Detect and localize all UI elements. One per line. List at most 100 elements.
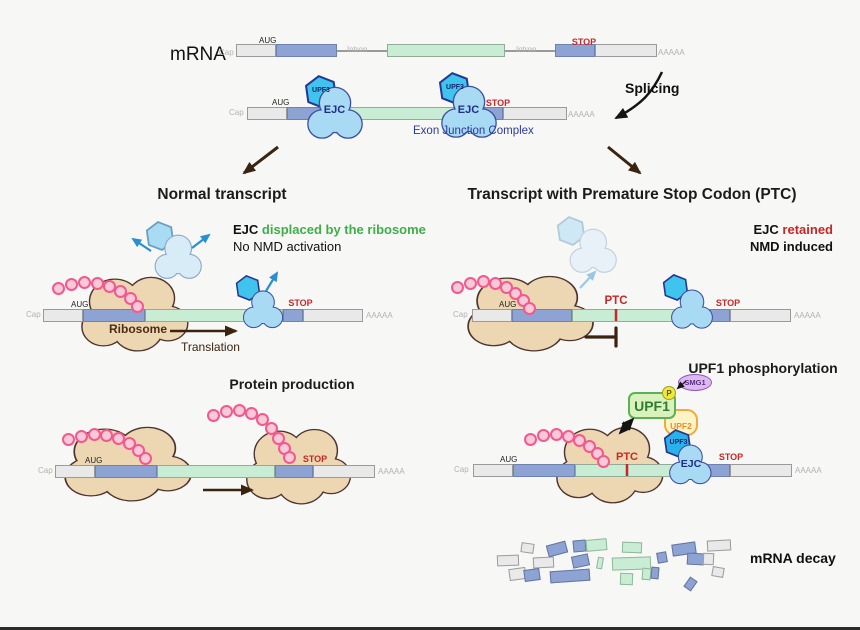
peptide-bead	[499, 280, 513, 294]
note-displaced: displaced by the ribosome	[261, 222, 426, 237]
utr5-segment	[473, 464, 513, 477]
ptc-label: PTC	[616, 451, 638, 463]
branch-arrow-left	[242, 145, 279, 175]
peptide-bead	[523, 432, 537, 446]
utr5-segment	[472, 309, 512, 322]
exon1-segment	[512, 309, 572, 322]
bottom-border	[0, 627, 860, 630]
polya-label: AAAAA	[366, 311, 393, 320]
polya-label: AAAAA	[658, 48, 685, 57]
mrna-bar-unspliced	[236, 44, 657, 57]
intron2-label: Intron	[516, 45, 537, 54]
polya-label: AAAAA	[568, 110, 595, 119]
decay-fragment	[702, 552, 715, 566]
decay-fragment	[611, 556, 652, 571]
note-ejc: EJC	[233, 222, 259, 237]
mrna-bar-ptc	[472, 309, 791, 322]
ejc-label-upf1-row: EJC	[680, 458, 702, 470]
decay-fragment	[520, 542, 535, 554]
decay-fragment	[585, 538, 608, 552]
exon2-segment	[572, 309, 710, 322]
exon3-segment	[710, 309, 730, 322]
peptide-bead	[450, 280, 464, 294]
utr5-segment	[247, 107, 287, 120]
translation-label: Translation	[181, 340, 240, 354]
cap-label: Cap	[38, 466, 53, 475]
decay-fragment	[650, 566, 660, 580]
utr3-segment	[503, 107, 567, 120]
aug-label: AUG	[85, 456, 103, 465]
decay-fragment	[532, 556, 555, 569]
peptide-bead	[90, 276, 104, 290]
peptide-bead	[131, 443, 145, 457]
ejc-caption: Exon Junction Complex	[413, 125, 534, 137]
peptide-bead	[51, 281, 65, 295]
note-no-nmd: No NMD activation	[233, 238, 342, 254]
stop-label: STOP	[718, 452, 744, 462]
utr3-segment	[303, 309, 363, 322]
utr5-segment	[55, 465, 95, 478]
exon2-segment	[387, 44, 505, 57]
ptc-label: PTC	[604, 295, 628, 307]
upf3-hexagon-retained	[661, 272, 690, 303]
normal-transcript-heading: Normal transcript	[157, 186, 287, 203]
peptide-bead	[244, 406, 258, 420]
ribosome-label: Ribosome	[108, 322, 167, 336]
peptide-bead	[77, 275, 91, 289]
ptc-note: EJC retained NMD induced	[643, 222, 833, 256]
decay-fragment	[711, 566, 725, 578]
note-nmd-induced: NMD induced	[749, 238, 833, 254]
phosphate-badge: P	[662, 386, 676, 400]
upf3-label-2: UPF3	[446, 84, 464, 91]
peptide-bead	[590, 446, 604, 460]
aug-label: AUG	[500, 455, 518, 464]
peptide-bead	[508, 286, 522, 300]
ptc-transcript-heading: Transcript with Premature Stop Codon (PT…	[467, 186, 797, 203]
stop-label: STOP	[485, 98, 511, 108]
aug-label: AUG	[272, 98, 290, 107]
upf1-label: UPF1	[634, 397, 670, 414]
mrna-bar-upf1	[473, 464, 792, 477]
mrna-bar-spliced	[247, 107, 567, 120]
utr3-segment	[313, 465, 375, 478]
peptide-bead	[271, 431, 285, 445]
aug-label: AUG	[259, 36, 277, 45]
intron2-line	[505, 49, 555, 52]
decay-fragment	[496, 554, 520, 567]
exon3-segment	[275, 465, 313, 478]
polya-label: AAAAA	[378, 467, 405, 476]
stop-label: STOP	[288, 298, 313, 308]
upf3-hexagon-displaced	[144, 219, 176, 253]
peptide-bead	[123, 291, 137, 305]
peptide-bead	[74, 429, 88, 443]
exon1-segment	[83, 309, 145, 322]
upf1-protein: UPF1	[628, 392, 676, 419]
exon3-segment	[555, 44, 595, 57]
polya-label: AAAAA	[794, 311, 821, 320]
cap-label: Cap	[453, 310, 468, 319]
ejc-release-arrow	[265, 271, 279, 292]
exon3-segment	[283, 309, 303, 322]
peptide-bead	[549, 427, 563, 441]
upf3-hexagon	[234, 273, 262, 303]
decay-fragment	[572, 539, 587, 553]
decay-fragment	[641, 567, 652, 581]
decay-fragment	[621, 541, 643, 554]
mrna-bar-protein-production	[55, 465, 375, 478]
peptide-bead	[264, 421, 278, 435]
exon3-segment	[708, 464, 730, 477]
peptide-bead	[232, 403, 246, 417]
peptide-bead	[536, 428, 550, 442]
utr3-segment	[595, 44, 657, 57]
decay-fragment	[545, 540, 569, 558]
splicing-label: Splicing	[625, 80, 680, 96]
cap-label: Cap	[454, 465, 469, 474]
decay-fragment	[656, 551, 668, 564]
ejc-displaced-group	[144, 219, 202, 279]
decay-fragment	[523, 567, 541, 583]
upf3-label-1: UPF3	[312, 87, 330, 94]
decay-fragment	[570, 553, 591, 569]
utr5-segment	[236, 44, 276, 57]
peptide-bead	[277, 441, 291, 455]
protein-production-heading: Protein production	[229, 376, 355, 392]
